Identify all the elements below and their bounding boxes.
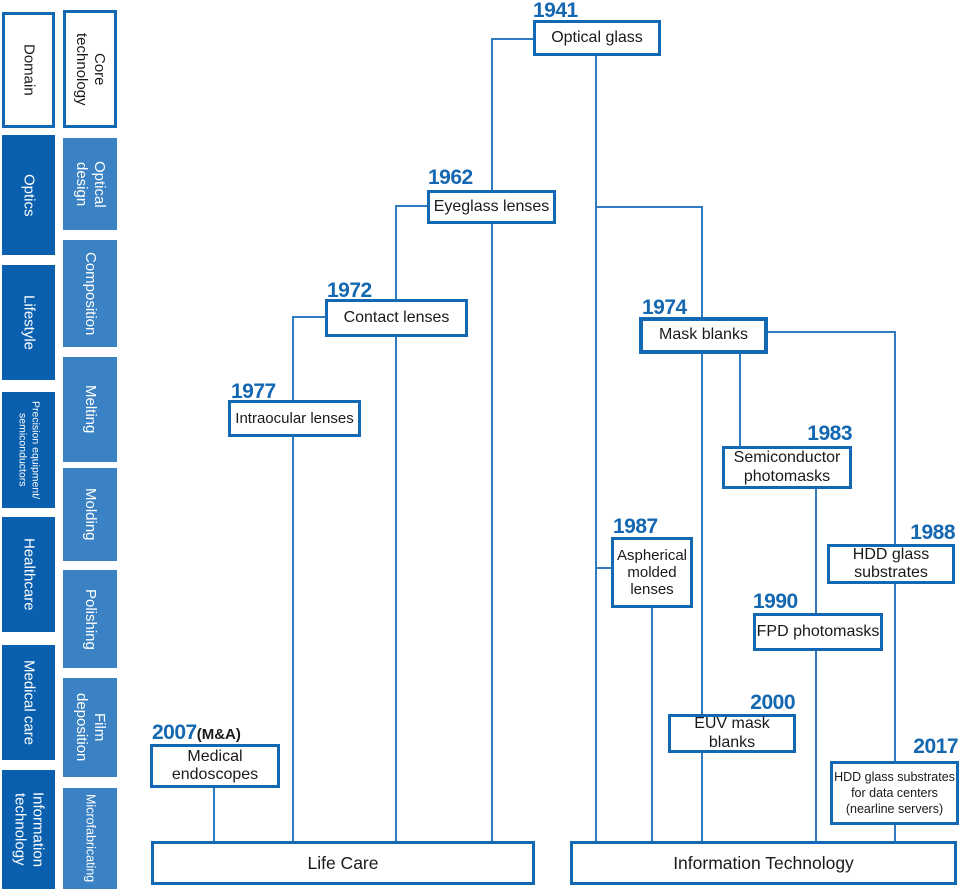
connector-line — [894, 584, 896, 761]
connector-line — [739, 354, 741, 446]
connector-line — [292, 437, 294, 841]
domain-item-medical-care: Medical care — [2, 645, 55, 760]
node-fpd-photomasks: FPD photomasks — [753, 613, 883, 651]
connector-line — [701, 206, 703, 317]
domain-item-optics: Optics — [2, 135, 55, 255]
connector-line — [596, 206, 703, 208]
year-value: 2007 — [152, 721, 197, 744]
year-label-optical-glass: 1941 — [533, 0, 578, 22]
core-item-microfabricating: Microfabricating — [63, 788, 117, 889]
core-technology-header: Core technology — [63, 10, 117, 128]
year-label-semiconductor-photomasks: 1983 — [807, 422, 852, 445]
connector-line — [651, 608, 653, 841]
connector-line — [894, 825, 896, 841]
year-label-intraocular-lenses: 1977 — [231, 380, 276, 403]
year-label-eyeglass-lenses: 1962 — [428, 166, 473, 189]
node-hdd-glass-substrates: HDD glass substrates — [827, 544, 955, 584]
connector-line — [396, 205, 427, 207]
year-label-mask-blanks: 1974 — [642, 296, 687, 319]
node-aspherical-molded-lenses: Aspherical molded lenses — [611, 537, 693, 608]
connector-line — [395, 205, 397, 299]
node-semiconductor-photomasks: Semiconductor photomasks — [722, 446, 852, 489]
node-hdd-glass-substrates-dc: HDD glass substrates for data centers (n… — [830, 761, 959, 825]
category-life-care: Life Care — [151, 841, 535, 885]
year-label-hdd-glass-substrates: 1988 — [910, 521, 955, 544]
node-intraocular-lenses: Intraocular lenses — [228, 400, 361, 437]
connector-line — [768, 331, 896, 333]
core-item-melting: Melting — [63, 357, 117, 462]
node-euv-mask-blanks: EUV mask blanks — [668, 714, 796, 753]
connector-line — [213, 788, 215, 841]
year-label-contact-lenses: 1972 — [327, 279, 372, 302]
year-label-medical-endoscopes: 2007(M&A) — [152, 722, 241, 743]
year-label-euv-mask-blanks: 2000 — [750, 691, 795, 714]
domain-header: Domain — [2, 12, 55, 128]
connector-line — [491, 224, 493, 841]
core-item-film-deposition: Film deposition — [63, 678, 117, 777]
core-item-optical-design: Optical design — [63, 138, 117, 230]
core-item-molding: Molding — [63, 468, 117, 561]
node-mask-blanks: Mask blanks — [639, 317, 768, 354]
year-label-hdd-glass-substrates-dc: 2017 — [913, 735, 958, 758]
connector-line — [701, 354, 703, 714]
domain-item-lifestyle: Lifestyle — [2, 265, 55, 380]
domain-item-precision-equipment-semiconductors: Precision equipment/ semiconductors — [2, 392, 55, 508]
connector-line — [491, 38, 493, 190]
domain-item-information-technology: Information technology — [2, 770, 55, 889]
year-label-fpd-photomasks: 1990 — [753, 590, 798, 613]
connector-line — [395, 337, 397, 841]
year-suffix-ma: (M&A) — [196, 726, 241, 743]
node-medical-endoscopes: Medical endoscopes — [150, 744, 280, 788]
connector-line — [292, 316, 294, 400]
connector-line — [894, 331, 896, 544]
year-label-aspherical-molded-lenses: 1987 — [613, 515, 658, 538]
connector-line — [595, 56, 597, 841]
connector-line — [701, 753, 703, 841]
core-item-composition: Composition — [63, 240, 117, 347]
connector-line — [293, 316, 325, 318]
core-item-polishing: Polishing — [63, 570, 117, 668]
domain-item-healthcare: Healthcare — [2, 517, 55, 632]
node-contact-lenses: Contact lenses — [325, 299, 468, 337]
connector-line — [492, 38, 533, 40]
node-eyeglass-lenses: Eyeglass lenses — [427, 190, 556, 224]
connector-line — [596, 567, 612, 569]
category-information-technology: Information Technology — [570, 841, 957, 885]
connector-line — [815, 489, 817, 613]
node-optical-glass: Optical glass — [533, 20, 661, 56]
connector-line — [815, 651, 817, 841]
